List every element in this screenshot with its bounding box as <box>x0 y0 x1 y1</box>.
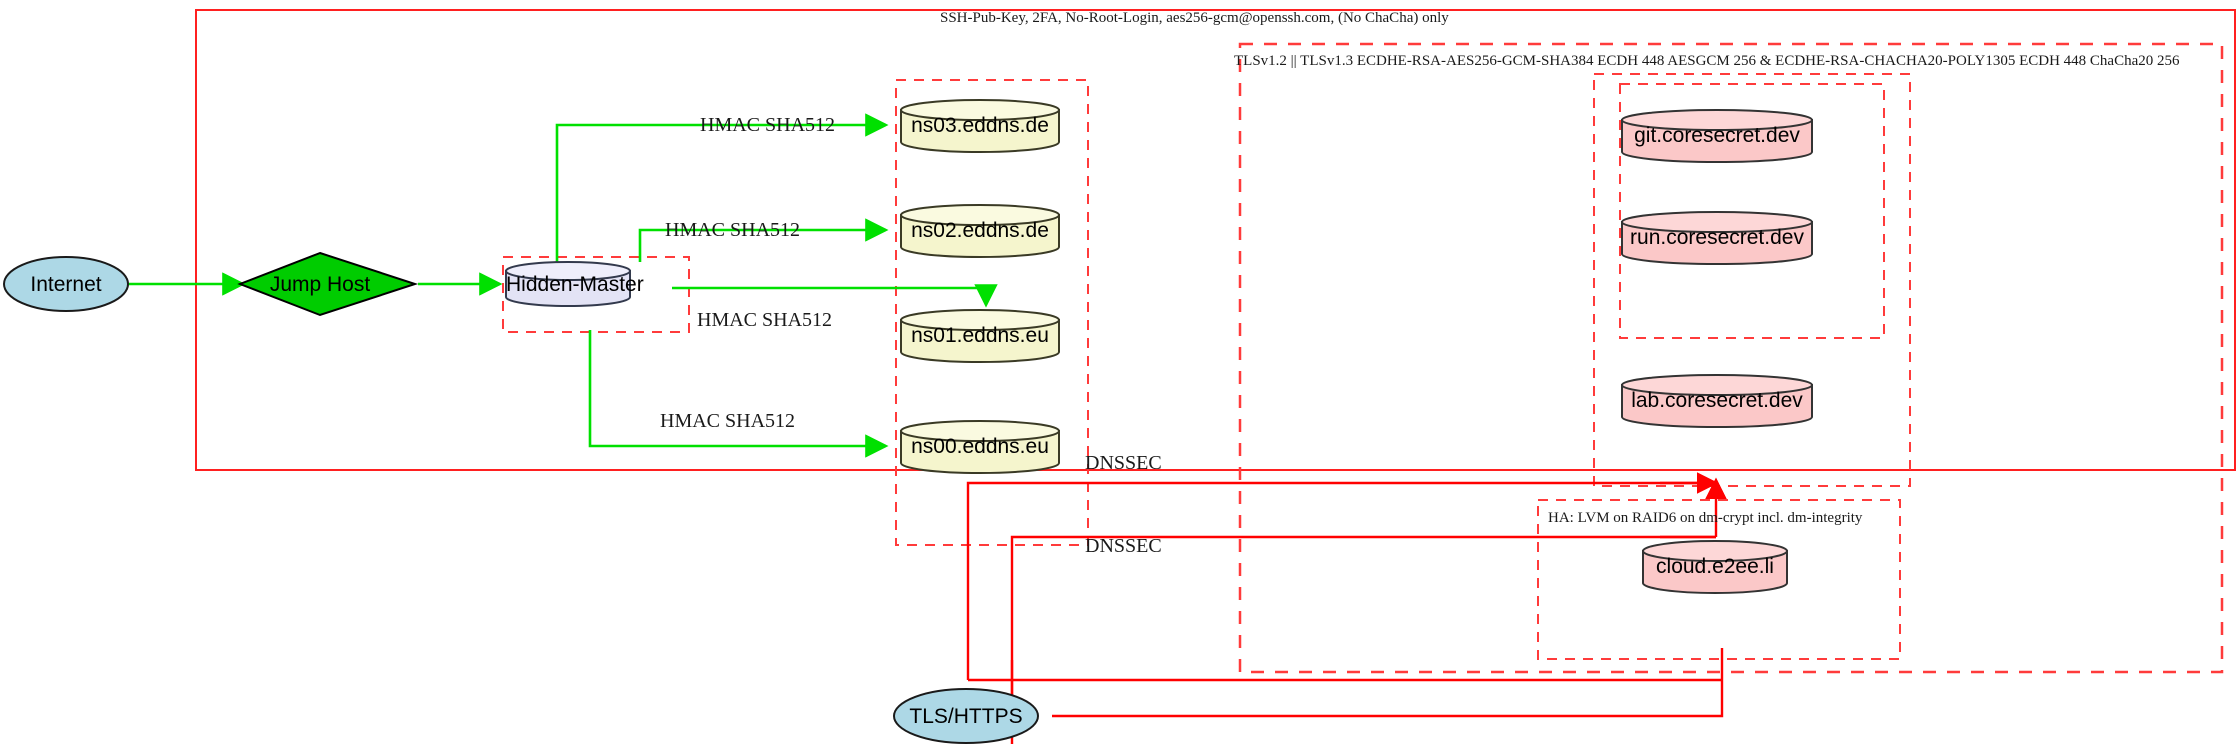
node-ns03[interactable] <box>900 99 1060 153</box>
edge-label-hmac-ns03: HMAC SHA512 <box>700 114 836 136</box>
boundary-tls-zone <box>1238 42 2224 674</box>
edge-label-dnssec-ha: DNSSEC <box>1085 535 1162 557</box>
node-cloud[interactable] <box>1642 540 1788 594</box>
boundary-master-zone <box>502 256 690 333</box>
node-label-hidden-master: Hidden-Master <box>506 273 644 296</box>
edge-hidden-master-ns01 <box>672 284 998 308</box>
edge-hidden-master-ns03 <box>555 113 889 262</box>
boundary-ns-zone <box>895 79 1089 546</box>
edge-label-hmac-ns00: HMAC SHA512 <box>660 410 796 432</box>
node-label-ns01: ns01.eddns.eu <box>911 324 1049 347</box>
node-label-ns00: ns00.eddns.eu <box>911 435 1049 458</box>
node-label-internet: Internet <box>30 273 102 296</box>
edge-hidden-master-ns02 <box>638 218 889 262</box>
boundary-apps-inner-zone <box>1593 73 1911 487</box>
boundary-label-ha-zone: HA: LVM on RAID6 on dm-crypt incl. dm-in… <box>1548 510 1863 526</box>
boundary-ssh-zone <box>195 9 2236 471</box>
boundary-ha-zone <box>1537 499 1901 660</box>
node-tls-https[interactable] <box>893 688 1039 744</box>
node-run[interactable] <box>1621 211 1813 265</box>
node-label-lab: lab.coresecret.dev <box>1631 389 1803 412</box>
node-lab[interactable] <box>1621 374 1813 428</box>
node-hidden-master[interactable] <box>505 261 631 307</box>
node-jump-host[interactable] <box>237 251 419 317</box>
node-ns02[interactable] <box>900 204 1060 258</box>
edge-label-hmac-ns02: HMAC SHA512 <box>665 219 801 241</box>
boundary-label-tls-zone: TLSv1.2 || TLSv1.3 ECDHE-RSA-AES256-GCM-… <box>1234 53 2180 69</box>
node-git[interactable] <box>1621 109 1813 163</box>
edge-hidden-master-ns00 <box>588 330 889 458</box>
boundary-apps-zone <box>1619 83 1885 339</box>
node-label-ns02: ns02.eddns.de <box>911 219 1049 242</box>
node-label-git: git.coresecret.dev <box>1634 124 1800 147</box>
boundary-label-ssh-zone: SSH-Pub-Key, 2FA, No-Root-Login, aes256-… <box>940 10 1449 26</box>
node-label-run: run.coresecret.dev <box>1630 226 1804 249</box>
node-label-tls-https: TLS/HTTPS <box>909 705 1023 728</box>
node-internet[interactable] <box>3 256 129 312</box>
node-label-ns03: ns03.eddns.de <box>911 114 1049 137</box>
node-ns00[interactable] <box>900 420 1060 474</box>
edge-label-dnssec-apps: DNSSEC <box>1085 452 1162 474</box>
node-ns01[interactable] <box>900 309 1060 363</box>
node-label-cloud: cloud.e2ee.li <box>1656 555 1774 578</box>
node-label-jump-host: Jump Host <box>269 273 371 296</box>
edge-label-hmac-ns01: HMAC SHA512 <box>697 309 833 331</box>
